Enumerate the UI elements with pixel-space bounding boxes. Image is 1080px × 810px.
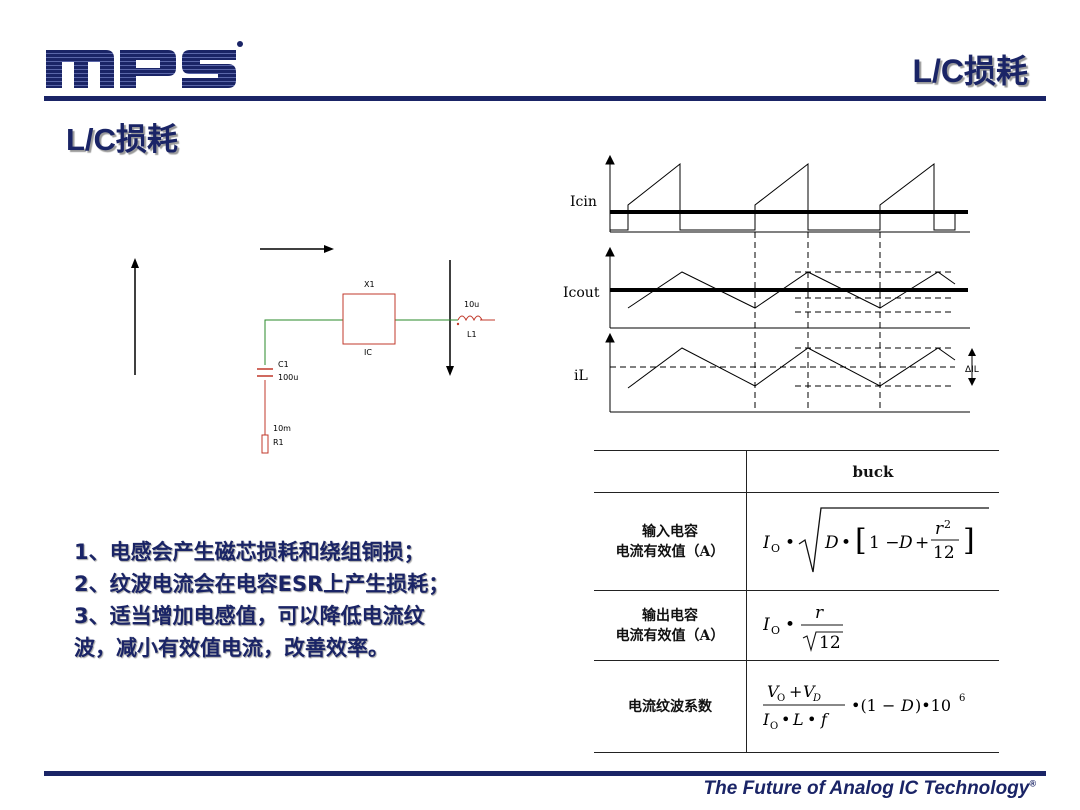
row-label-input-cap: 输入电容 电流有效值（A） (594, 492, 747, 591)
icin-label: Icin (570, 194, 597, 210)
svg-text:D: D (898, 533, 913, 553)
point-3-cont: 波，减小有效值电流，改善效率。 (74, 636, 389, 660)
res-value: 10m (273, 424, 291, 433)
table-header-buck: buck (746, 450, 999, 493)
inductor-ref: L1 (467, 330, 477, 339)
svg-text:I: I (763, 615, 770, 635)
svg-text:•(1 −: •(1 − (851, 696, 895, 715)
svg-text:D: D (824, 533, 839, 553)
slide-title: L/C损耗 (66, 122, 178, 157)
buck-schematic: X1 IC 10u L1 C1 100u 10m R1 (131, 245, 495, 454)
svg-text:•: • (841, 533, 851, 553)
svg-text:f: f (820, 710, 830, 729)
key-points: 1、电感会产生磁芯损耗和绕组铜损； 2、纹波电流会在电容ESR上产生损耗； 3、… (74, 536, 574, 664)
cap-value: 100u (278, 373, 298, 382)
ic-block (342, 293, 396, 345)
res-ref: R1 (273, 438, 284, 447)
point-3: 3、适当增加电感值，可以降低电流纹 (74, 604, 425, 628)
svg-text:O: O (771, 624, 780, 637)
svg-text:•: • (785, 533, 795, 553)
ic-label: IC (364, 348, 372, 357)
table-corner-cell (594, 450, 747, 493)
svg-text:12: 12 (819, 633, 841, 653)
svg-text:]: ] (963, 523, 975, 558)
footer-rule (44, 771, 1046, 776)
svg-text:6: 6 (959, 693, 965, 704)
svg-text:•: • (807, 710, 816, 729)
svg-text:•: • (785, 615, 795, 635)
ripple-label: ΔIL (965, 365, 979, 375)
svg-text:)•10: )•10 (915, 696, 951, 715)
svg-text:O: O (770, 721, 778, 732)
row-label-output-cap: 输出电容 电流有效值（A） (594, 590, 747, 661)
svg-text:•: • (781, 710, 790, 729)
point-2: 2、纹波电流会在电容ESR上产生损耗； (74, 572, 450, 596)
mps-logo (44, 38, 244, 90)
svg-text:V: V (767, 682, 780, 701)
svg-text:L: L (792, 710, 804, 729)
resistor-symbol (261, 434, 269, 454)
svg-text:+: + (915, 533, 929, 553)
point-1: 1、电感会产生磁芯损耗和绕组铜损； (74, 540, 425, 564)
svg-text:O: O (777, 693, 785, 704)
svg-text:1 −: 1 − (869, 533, 899, 553)
svg-text:V: V (803, 682, 816, 701)
cap-ref: C1 (278, 360, 289, 369)
inductor-value: 10u (464, 300, 479, 309)
header-rule (44, 96, 1046, 101)
svg-text:D: D (900, 696, 914, 715)
icout-label: Icout (563, 285, 600, 301)
svg-text:2: 2 (944, 518, 951, 531)
inductor-symbol (457, 315, 483, 322)
svg-text:[: [ (855, 523, 867, 558)
svg-text:12: 12 (933, 543, 955, 563)
header-title: L/C损耗 (912, 53, 1028, 89)
svg-text:I: I (763, 533, 770, 553)
ic-ref: X1 (364, 280, 375, 289)
svg-text:O: O (771, 542, 780, 555)
svg-text:+: + (789, 682, 802, 701)
row-label-ripple: 电流纹波系数 (594, 660, 747, 753)
current-waveforms: Icin Icout iL ΔIL (563, 154, 979, 413)
svg-text:r: r (935, 519, 944, 539)
footer-tagline: The Future of Analog IC Technology® (703, 778, 1036, 799)
svg-text:r: r (815, 603, 824, 623)
il-label: iL (574, 368, 588, 384)
svg-text:D: D (812, 693, 821, 704)
svg-text:I: I (763, 710, 770, 729)
